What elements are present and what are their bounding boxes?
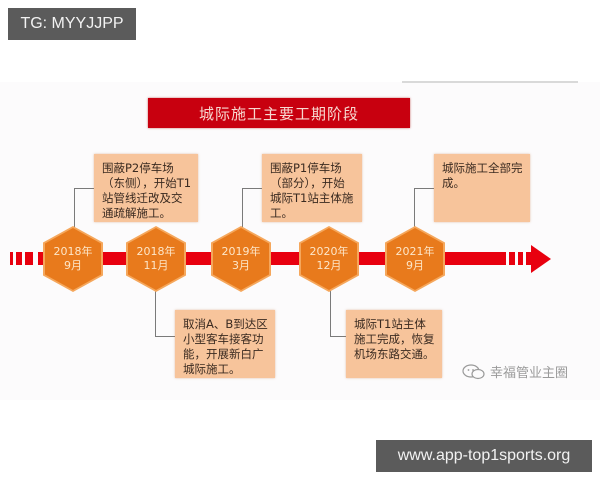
milestone-month: 3月 [232, 259, 250, 272]
watermark-text: 幸福管业主圈 [490, 366, 569, 381]
milestone-year: 2020年 [309, 245, 349, 258]
watermark: 幸福管业主圈 [462, 362, 568, 381]
milestone-hexagon: 2020年 12月 [301, 228, 357, 290]
milestone-year: 2021年 [395, 245, 435, 258]
milestone-note: 取消A、B到达区小型客车接客功能，开展新白广城际施工。 [175, 310, 275, 378]
milestone-month: 11月 [143, 259, 169, 272]
tg-badge: TG: MYYJJPP [8, 8, 136, 40]
connector-line [155, 336, 175, 337]
connector-line [242, 188, 243, 232]
divider-line [402, 81, 578, 83]
milestone-year: 2019年 [221, 245, 261, 258]
connector-line [330, 288, 331, 336]
axis-dash [526, 252, 531, 265]
milestone-month: 9月 [64, 259, 82, 272]
axis-dash [25, 252, 33, 265]
wechat-icon [462, 363, 485, 379]
milestone-hexagon: 2021年 9月 [387, 228, 443, 290]
url-badge: www.app-top1sports.org [376, 440, 592, 472]
axis-dash [16, 252, 22, 265]
axis-dash [518, 252, 523, 265]
diagram-title: 城际施工主要工期阶段 [148, 98, 410, 128]
milestone-note: 城际施工全部完成。 [434, 154, 530, 222]
milestone-month: 9月 [406, 259, 424, 272]
milestone-month: 12月 [316, 259, 342, 272]
connector-line [74, 188, 75, 232]
connector-line [330, 336, 346, 337]
milestone-note: 城际T1站主体施工完成，恢复机场东路交通。 [346, 310, 442, 378]
connector-line [74, 188, 94, 189]
connector-line [414, 188, 434, 189]
milestone-year: 2018年 [136, 245, 176, 258]
connector-line [155, 288, 156, 336]
milestone-note: 围蔽P2停车场（东侧），开始T1站管线迁改及交通疏解施工。 [94, 154, 198, 222]
connector-line [414, 188, 415, 232]
axis-dash [10, 252, 13, 265]
axis-dash [509, 252, 515, 265]
connector-line [242, 188, 262, 189]
milestone-note: 围蔽P1停车场（部分），开始城际T1站主体施工。 [262, 154, 362, 222]
milestone-year: 2018年 [53, 245, 93, 258]
arrow-head-icon [531, 245, 551, 273]
